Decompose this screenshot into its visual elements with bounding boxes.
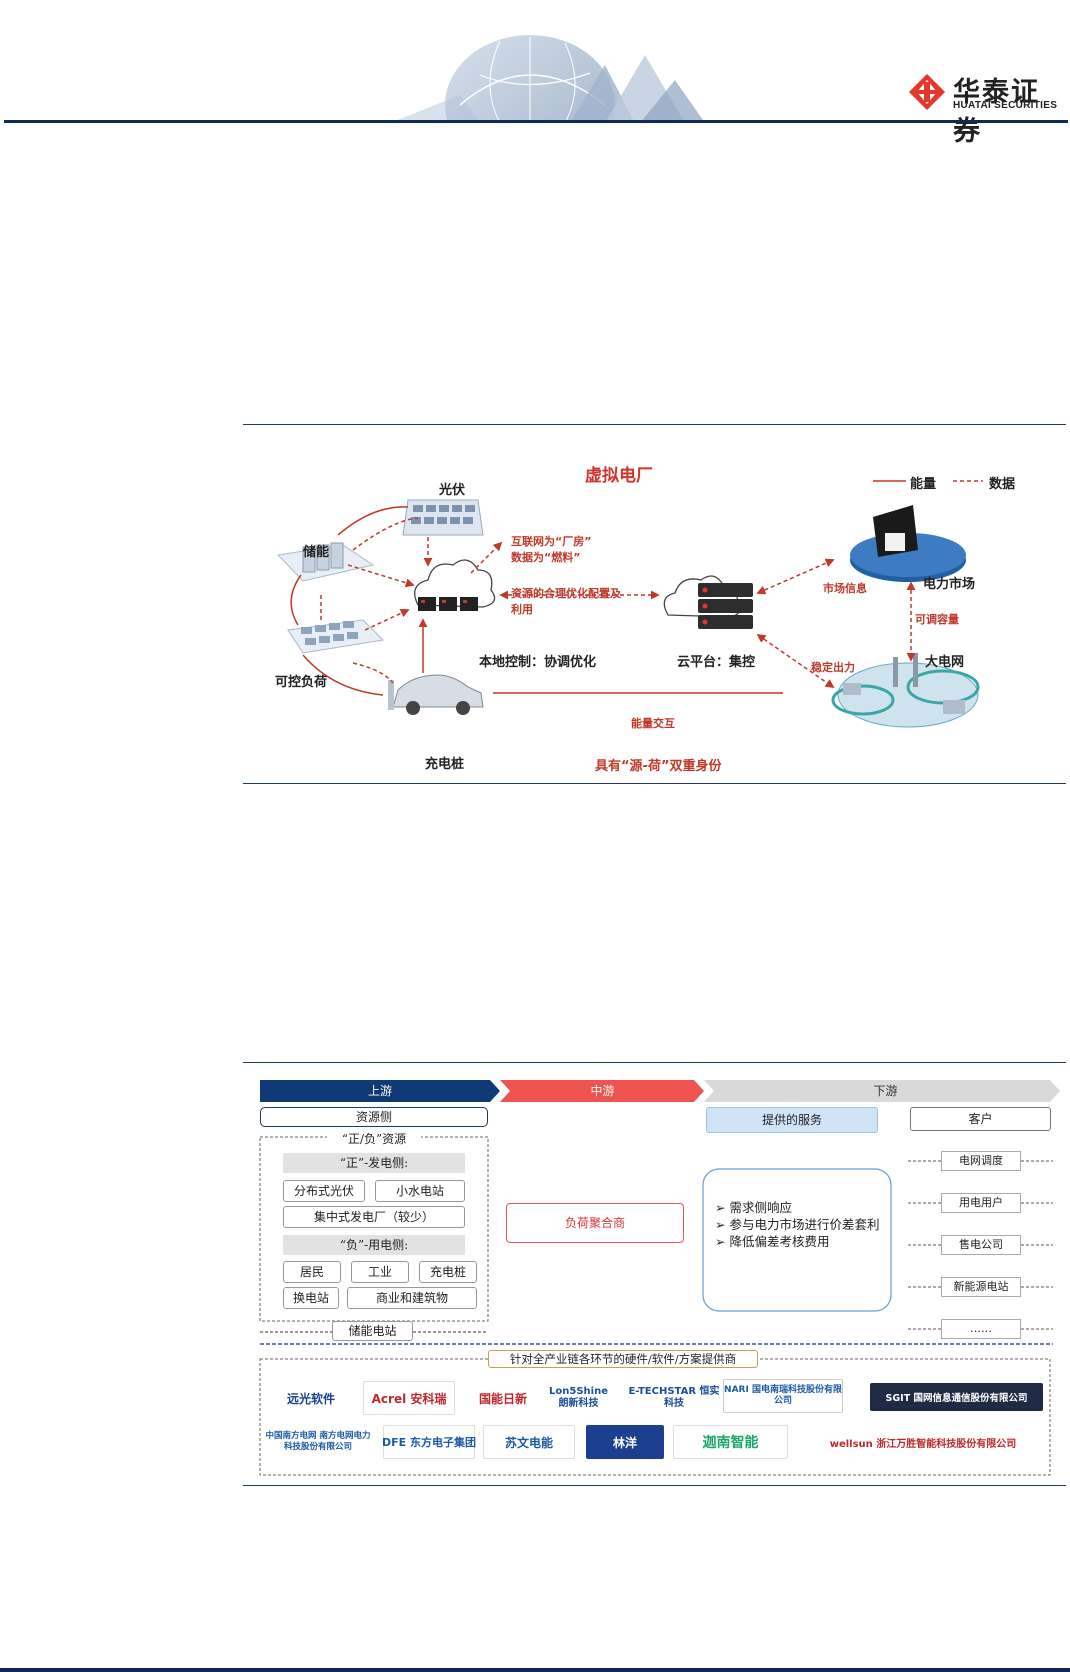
power-market-icon <box>850 505 966 582</box>
logo-wellsun: wellsun 浙江万胜智能科技股份有限公司 <box>829 1438 1017 1450</box>
logo-jianan: 迦南智能 <box>673 1425 788 1459</box>
pos-item-distributed-pv: 分布式光伏 <box>283 1180 365 1202</box>
stage-downstream: 下游 <box>873 1084 898 1098</box>
cloud-platform-icon <box>663 575 753 629</box>
legend-data-label: 数据 <box>989 477 1016 492</box>
stage-midstream: 中游 <box>590 1084 615 1098</box>
pos-item-small-hydro: 小水电站 <box>375 1180 465 1202</box>
annotation-internet-factory: 互联网为“厂房” <box>511 535 592 548</box>
logo-longshine: Lon5Shine 朗新科技 <box>549 1386 608 1409</box>
node-storage: 储能 <box>303 545 330 560</box>
node-cloud-platform: 云平台：集控 <box>677 655 756 670</box>
stage-upstream: 上游 <box>367 1084 392 1098</box>
customer-power-users: 用电用户 <box>941 1193 1021 1213</box>
logo-linyang: 林洋 <box>586 1425 664 1459</box>
annotation-market-info: 市场信息 <box>823 582 867 595</box>
annotation-resource-optimize-2: 利用 <box>511 603 533 616</box>
customer-renewable-station: 新能源电站 <box>941 1277 1021 1297</box>
brand-logo: 华泰证券 HUATAI SECURITIES <box>905 72 1065 147</box>
logo-techstar: E-TECHSTAR 恒实科技 <box>628 1386 720 1409</box>
providers-title: 针对全产业链各环节的硬件/软件/方案提供商 <box>488 1350 758 1368</box>
vpp-title: 虚拟电厂 <box>585 466 653 486</box>
customer-grid-dispatch: 电网调度 <box>941 1151 1021 1171</box>
industry-chain-diagram: 上游 中游 下游 资源侧 “正/负”资源 “正”-发电侧: 分布式光伏 小水电站… <box>243 1062 1066 1486</box>
logo-ygsoft: 远光软件 <box>286 1391 335 1406</box>
storage-icon <box>276 542 375 582</box>
page-header: 华泰证券 HUATAI SECURITIES <box>0 0 1070 147</box>
annotation-energy-interaction: 能量交互 <box>631 717 675 730</box>
neg-item-residents: 居民 <box>283 1261 341 1283</box>
resource-side-box: 资源侧 <box>260 1107 488 1127</box>
neg-item-battery-swap: 换电站 <box>283 1287 339 1309</box>
pos-neg-resources-label: “正/负”资源 <box>327 1130 421 1147</box>
logo-suwen: 苏文电能 <box>483 1425 575 1459</box>
service-item: ➢ 参与电力市场进行价差套利 <box>715 1217 880 1232</box>
pos-item-central-plant: 集中式发电厂（较少） <box>283 1206 465 1228</box>
bullet-arrow-icon: ➢ <box>715 1217 730 1232</box>
logo-sgit: SGIT 国网信息通信股份有限公司 <box>870 1383 1043 1411</box>
load-aggregator-box: 负荷聚合商 <box>506 1203 684 1243</box>
legend-energy-label: 能量 <box>910 477 937 492</box>
annotation-dual-identity: 具有“源-荷”双重身份 <box>595 759 722 774</box>
customers-title-box: 客户 <box>910 1107 1051 1131</box>
annotation-stable-output: 稳定出力 <box>811 661 855 674</box>
neg-item-commercial-buildings: 商业和建筑物 <box>347 1287 477 1309</box>
local-control-cloud-icon <box>414 559 496 611</box>
logo-sprixin: 国能日新 <box>478 1391 527 1406</box>
globe-banner-graphic <box>390 35 705 123</box>
virtual-power-plant-diagram: 虚拟电厂 能量 数据 光伏 储能 可控负荷 充电桩 本地控制：协调优化 云平台：… <box>243 424 1066 784</box>
node-controllable-load: 可控负荷 <box>275 675 328 690</box>
logo-acrel: Acrel 安科瑞 <box>363 1381 455 1415</box>
footer-divider <box>0 1668 1070 1672</box>
pv-panel-icon <box>402 499 484 536</box>
node-charging-pile: 充电桩 <box>425 757 465 772</box>
bullet-arrow-icon: ➢ <box>715 1234 730 1249</box>
customer-more: …… <box>941 1319 1021 1339</box>
customer-retail-company: 售电公司 <box>941 1235 1021 1255</box>
vpp-diagram-graphics <box>276 480 983 728</box>
negative-consumption-header: “负”-用电侧: <box>283 1235 465 1255</box>
brand-mark-icon <box>909 74 945 110</box>
logo-dfe: DFE 东方电子集团 <box>382 1425 476 1459</box>
node-power-market: 电力市场 <box>923 577 976 592</box>
positive-generation-header: “正”-发电侧: <box>283 1153 465 1173</box>
bullet-arrow-icon: ➢ <box>715 1200 730 1215</box>
annotation-data-fuel: 数据为“燃料” <box>511 551 581 564</box>
services-list: ➢ 需求侧响应 ➢ 参与电力市场进行价差套利 ➢ 降低偏差考核费用 <box>715 1199 883 1250</box>
node-pv: 光伏 <box>439 483 466 498</box>
node-grid: 大电网 <box>925 655 965 670</box>
service-item: ➢ 需求侧响应 <box>715 1200 792 1215</box>
neg-item-industry: 工业 <box>351 1261 409 1283</box>
node-local-control: 本地控制：协调优化 <box>479 655 597 670</box>
controllable-load-icon <box>287 619 385 654</box>
header-divider <box>4 120 1068 123</box>
industry-chain-graphics <box>259 1080 1060 1476</box>
neg-item-charging-pile: 充电桩 <box>419 1261 477 1283</box>
annotation-resource-optimize-1: 资源的合理优化配置及 <box>511 587 621 600</box>
charging-car-icon <box>388 674 484 715</box>
grid-icon <box>831 653 980 728</box>
services-title-box: 提供的服务 <box>706 1107 878 1133</box>
service-item: ➢ 降低偏差考核费用 <box>715 1234 830 1249</box>
logo-csg: 中国南方电网 南方电网电力科技股份有限公司 <box>265 1431 371 1452</box>
annotation-adjustable-capacity: 可调容量 <box>915 613 959 626</box>
brand-subtitle: HUATAI SECURITIES <box>953 100 1058 111</box>
storage-station-box: 储能电站 <box>332 1321 413 1341</box>
logo-nari: NARI 国电南瑞科技股份有限公司 <box>723 1379 843 1413</box>
